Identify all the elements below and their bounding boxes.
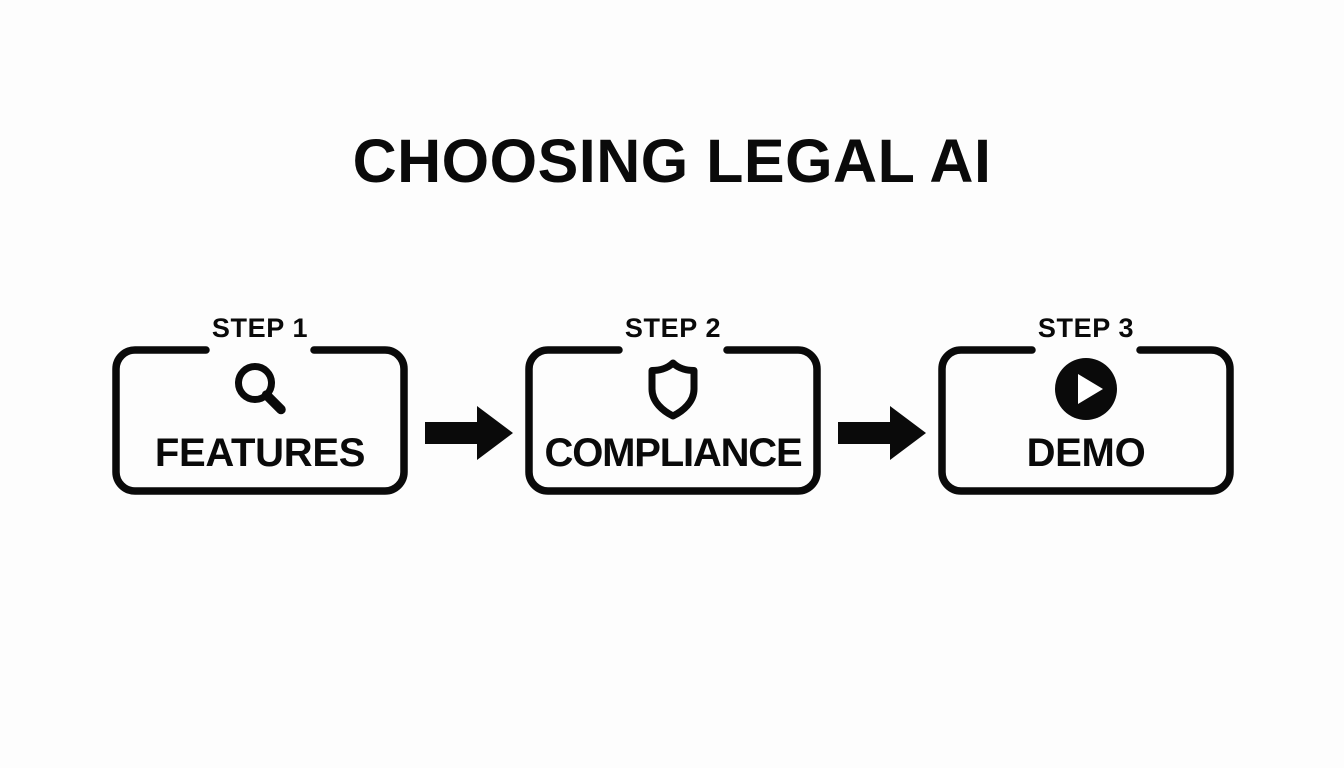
shield-icon xyxy=(645,357,701,421)
arrow-step2-to-step3-icon xyxy=(838,404,926,462)
step-card-3[interactable]: STEP 3 DEMO xyxy=(936,315,1236,497)
step-card-3-frame xyxy=(936,333,1236,497)
step-card-1-label: FEATURES xyxy=(154,431,366,475)
process-flow: STEP 1 FEATURES xyxy=(110,315,1236,506)
step-card-2-body: COMPLIANCE xyxy=(523,333,823,497)
step-card-3-tag: STEP 3 xyxy=(1037,313,1135,343)
step-card-3-body: DEMO xyxy=(936,333,1236,497)
step-card-1-body: FEATURES xyxy=(110,333,410,497)
step-card-1[interactable]: STEP 1 FEATURES xyxy=(110,315,410,497)
step-card-2[interactable]: STEP 2 COMPLIANCE xyxy=(523,315,823,497)
page-title: CHOOSING LEGAL AI xyxy=(352,127,992,195)
step-card-2-label: COMPLIANCE xyxy=(544,431,803,475)
step-card-1-tag: STEP 1 xyxy=(211,313,309,343)
step-card-3-label: DEMO xyxy=(1026,431,1146,475)
step-card-1-frame xyxy=(110,333,410,497)
arrow-step1-to-step2-icon xyxy=(425,404,513,462)
step-card-2-frame xyxy=(523,333,823,497)
step-card-2-tag: STEP 2 xyxy=(624,313,722,343)
magnifying-glass-icon xyxy=(229,357,291,421)
play-circle-icon xyxy=(1054,357,1118,421)
